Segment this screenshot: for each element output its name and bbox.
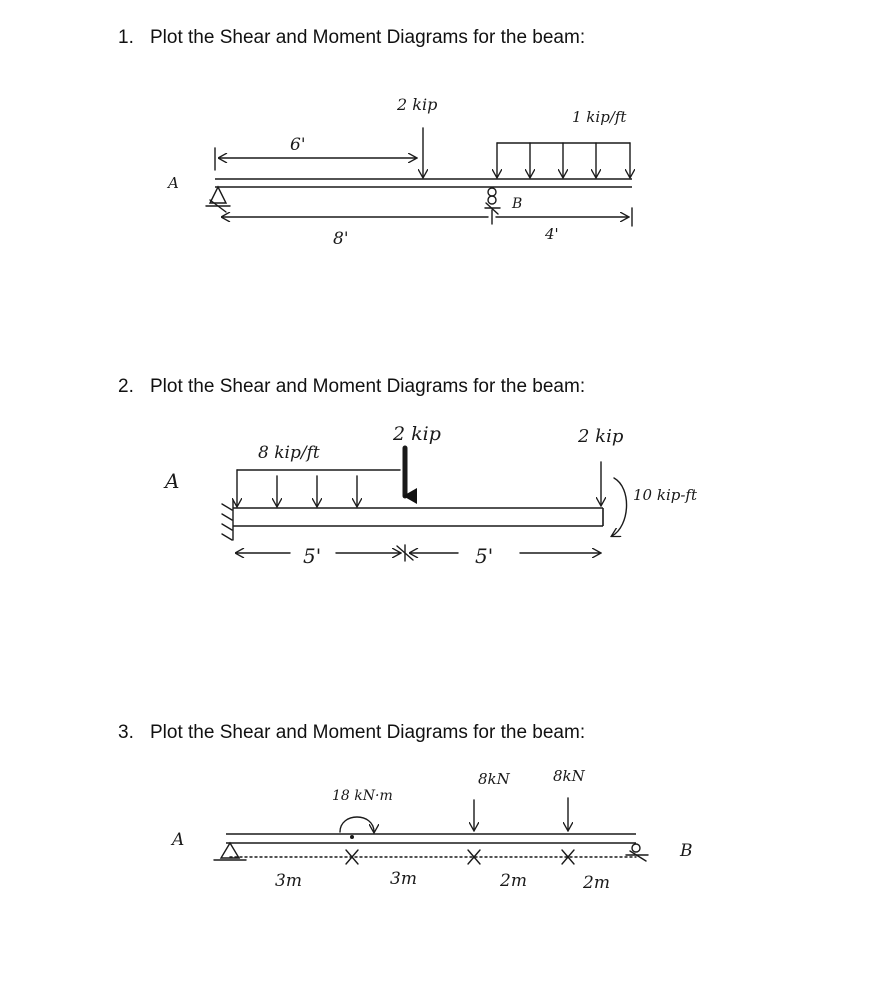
problem-3-heading: 3. Plot the Shear and Moment Diagrams for… [118,722,585,744]
p1-point-load-label: 2 kip [396,95,437,114]
p1-dim-overhang-label: 4' [544,225,559,243]
p3-dim-1-label: 3m [275,871,302,891]
p1-dim-top-label: 6' [290,135,306,155]
p3-dim-3-label: 2m [499,871,527,891]
p1-support-b-label: B [511,196,522,212]
p3-load-1-label: 8kN [478,770,511,788]
p2-dist-load-label: 8 kip/ft [258,443,320,463]
p1-dist-load-label: 1 kip/ft [572,108,627,126]
p2-moment-arc [612,477,628,536]
beam-diagram-3: A B 18 kN·m 8kN 8kN 3m 3m 2m 2m [170,767,693,893]
problem-1-number: 1. [118,27,134,48]
p2-dim-left-label: 5' [303,544,321,568]
p3-moment-arc [339,816,374,832]
problem-1-title: Plot the Shear and Moment Diagrams for t… [150,27,586,48]
p3-load-2-label: 8kN [553,767,586,785]
p3-moment-label: 18 kN·m [332,788,393,804]
p3-dim-2-label: 3m [390,869,417,889]
p2-support-a-label: A [163,469,179,493]
problem-2-title: Plot the Shear and Moment Diagrams for t… [150,376,586,397]
beam-diagram-2: A 8 kip/ft 2 kip 2 kip 10 kip-ft 5' [163,423,698,568]
p2-point-load-mid-label: 2 kip [392,423,441,445]
problem-3-number: 3. [118,722,134,743]
problem-2-heading: 2. Plot the Shear and Moment Diagrams for… [118,376,585,398]
problem-2-number: 2. [118,376,134,397]
problem-3-title: Plot the Shear and Moment Diagrams for t… [150,722,586,743]
p2-moment-label: 10 kip-ft [633,486,698,504]
p1-support-a-label: A [166,174,179,192]
p1-dim-bottom-label: 8' [333,229,349,249]
p3-support-a-label: A [170,830,184,850]
p2-dim-right-label: 5' [475,544,493,568]
p1-roller-support-b [487,187,497,197]
problem-1-heading: 1. Plot the Shear and Moment Diagrams for… [118,27,585,49]
p1-pin-support-a [208,185,228,204]
beam-diagram-1: A B 6' 2 kip 1 kip/ft 8' 4' [166,95,632,249]
p3-dim-4-label: 2m [582,873,610,893]
p3-roller-support-b [631,843,641,853]
p3-pin-support-a [219,841,241,859]
p2-point-load-end-label: 2 kip [577,426,624,447]
p3-support-b-label: B [679,841,693,861]
